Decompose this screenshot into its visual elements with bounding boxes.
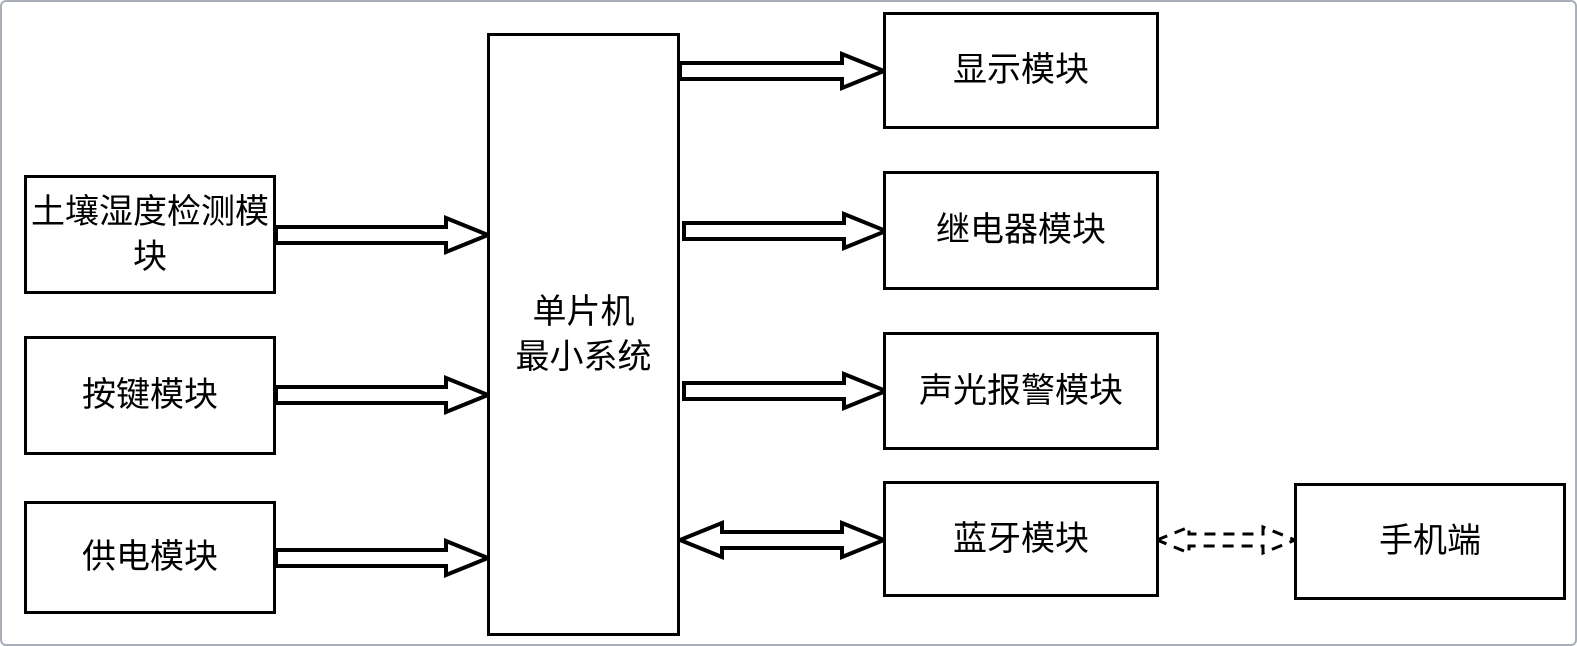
arrow-keys-to-mcu — [274, 375, 494, 415]
box-soil-moisture-label: 土壤湿度检测模块 — [31, 191, 269, 277]
arrow-soil-to-mcu — [274, 215, 494, 255]
arrow-bluetooth-phone-dashed — [1153, 524, 1299, 556]
box-bluetooth-module: 蓝牙模块 — [883, 481, 1159, 597]
box-power-module: 供电模块 — [24, 501, 276, 614]
box-phone-label: 手机端 — [1379, 521, 1481, 562]
box-display-module: 显示模块 — [883, 12, 1159, 129]
box-mcu-minimal-system: 单片机 最小系统 — [487, 33, 680, 636]
box-soil-moisture-module: 土壤湿度检测模块 — [24, 175, 276, 294]
box-mcu-label-line1: 单片机 — [532, 291, 635, 332]
box-display-label: 显示模块 — [953, 50, 1089, 91]
box-key-label: 按键模块 — [82, 375, 218, 416]
box-sound-light-alarm-label: 声光报警模块 — [919, 370, 1123, 411]
arrow-mcu-to-alarm — [682, 371, 892, 411]
box-phone-terminal: 手机端 — [1294, 483, 1566, 600]
box-sound-light-alarm-module: 声光报警模块 — [883, 332, 1159, 450]
arrow-mcu-bluetooth-bidirectional — [674, 520, 890, 560]
box-mcu-label: 单片机 最小系统 — [516, 290, 652, 380]
arrow-mcu-to-relay — [682, 211, 892, 251]
box-power-label: 供电模块 — [82, 537, 218, 578]
box-relay-module: 继电器模块 — [883, 171, 1159, 290]
arrow-power-to-mcu — [274, 538, 494, 578]
box-mcu-label-line2: 最小系统 — [515, 336, 652, 377]
box-relay-label: 继电器模块 — [936, 210, 1106, 251]
box-bluetooth-label: 蓝牙模块 — [953, 518, 1089, 559]
box-key-module: 按键模块 — [24, 336, 276, 455]
arrow-mcu-to-display — [678, 51, 890, 91]
